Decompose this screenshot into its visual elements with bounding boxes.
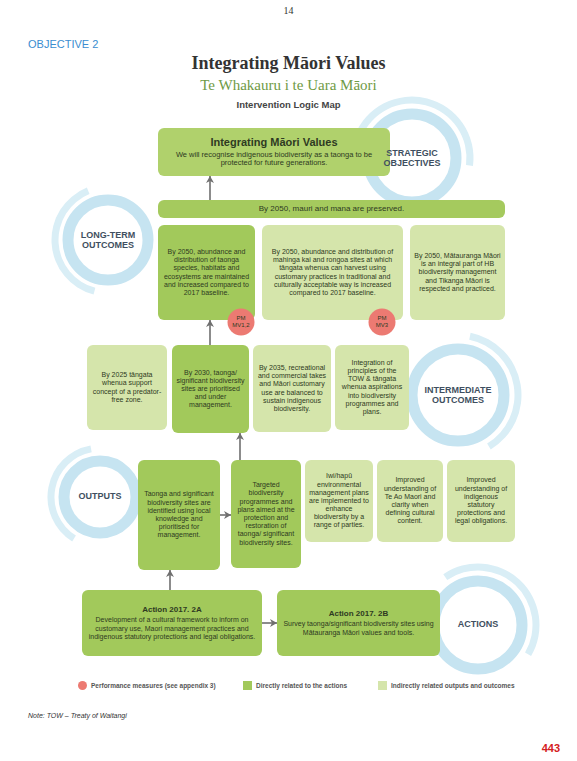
arrow-connector: [220, 514, 231, 516]
section-label: ACTIONS: [446, 619, 510, 629]
long-term-outcome-box: By 2050, Mātauranga Māori is an integral…: [410, 225, 505, 320]
long-term-outcome-box: By 2050, abundance and distribution of t…: [158, 225, 255, 320]
decor-ring: [434, 581, 522, 669]
performance-measure-circle: PM MV3: [368, 308, 396, 336]
node-text: Improved understanding of indigenous sta…: [451, 476, 511, 525]
intermediate-outcome-box: By 2030, taonga/ significant biodiversit…: [172, 345, 249, 433]
node-heading: Action 2017. 2A: [142, 605, 202, 614]
arrow-connector: [239, 433, 241, 460]
output-box: Taonga and significant biodiversity site…: [138, 460, 220, 570]
output-box: Targeted biodiversity programmes and pla…: [231, 460, 301, 568]
node-text: By 2025 tāngata whenua support concept o…: [91, 371, 163, 404]
node-text: Iwi/hapū environmental management plans …: [309, 472, 369, 529]
circle-shape: [369, 309, 396, 336]
note: Note: TOW – Treaty of Waitangi: [28, 712, 278, 720]
node-text: PM MV1,2: [230, 315, 252, 329]
node-heading: Integrating Māori Values: [210, 136, 337, 149]
performance-measure-circle: PM MV1,2: [227, 308, 255, 336]
arrow-connector: [262, 622, 277, 624]
arrow-connector: [209, 320, 211, 345]
intermediate-outcome-box: By 2025 tāngata whenua support concept o…: [87, 345, 167, 430]
legend-text: Directly related to the actions: [256, 682, 347, 689]
arrow-connector: [209, 176, 211, 200]
outcome-band: By 2050, mauri and mana are preserved.: [158, 200, 505, 218]
section-label: STRATEGIC OBJECTIVES: [374, 148, 450, 169]
objective-number: OBJECTIVE 2: [28, 38, 188, 51]
section-label: INTERMEDIATE OUTCOMES: [416, 385, 500, 406]
legend-text: Indirectly related outputs and outcomes: [391, 682, 515, 689]
intermediate-outcome-box: By 2035, recreational and commercial tak…: [253, 345, 331, 432]
legend-item: Directly related to the actions: [243, 681, 347, 690]
node-text: By 2050, abundance and distribution of t…: [162, 248, 251, 297]
output-box: Improved understanding of indigenous sta…: [447, 460, 515, 542]
action-box: Action 2017. 2A Development of a cultural…: [82, 590, 262, 656]
legend-text: Performance measures (see appendix 3): [91, 682, 216, 689]
legend-swatch: [243, 681, 252, 690]
node-text: Survey taonga/significant biodiversity s…: [281, 620, 436, 636]
map-heading: Intervention Logic Map: [0, 100, 577, 111]
strategic-objective-box: Integrating Māori Values We will recognis…: [158, 128, 390, 176]
node-text: By 2050, Mātauranga Māori is an integral…: [414, 252, 501, 293]
node-text: By 2050, mauri and mana are preserved.: [259, 204, 404, 213]
decor-ring: [68, 200, 148, 280]
output-box: Iwi/hapū environmental management plans …: [305, 460, 373, 542]
output-box: Improved understanding of Te Ao Maori an…: [377, 460, 443, 542]
node-heading: Action 2017. 2B: [329, 609, 389, 618]
arrow-connector: [169, 570, 171, 590]
legend-item: Indirectly related outputs and outcomes: [378, 681, 515, 690]
action-box: Action 2017. 2B Survey taonga/significant…: [277, 590, 440, 656]
long-term-outcome-box: By 2050, abundance and distribution of m…: [262, 225, 403, 320]
node-text: Targeted biodiversity programmes and pla…: [235, 481, 297, 547]
node-text: Integration of principles of the TOW & t…: [339, 359, 405, 416]
legend-item: Performance measures (see appendix 3): [78, 681, 216, 690]
node-text: By 2035, recreational and commercial tak…: [257, 364, 327, 413]
page-number: 14: [0, 5, 577, 17]
node-text: Development of a cultural framework to i…: [86, 616, 258, 641]
node-text: By 2030, taonga/ significant biodiversit…: [176, 369, 245, 410]
legend-swatch: [378, 681, 387, 690]
legend-swatch: [78, 681, 87, 690]
decor-ring: [64, 461, 136, 533]
title: Integrating Māori Values: [0, 53, 577, 74]
node-text: Taonga and significant biodiversity site…: [142, 490, 216, 539]
node-text: PM MV3: [371, 315, 393, 329]
node-text: We will recognise indigenous biodiversit…: [162, 151, 386, 169]
subtitle: Te Whakauru i te Uara Māori: [0, 77, 577, 94]
section-label: LONG-TERM OUTCOMES: [72, 230, 144, 251]
circle-shape: [228, 309, 255, 336]
decor-ring: [412, 349, 504, 441]
node-text: Improved understanding of Te Ao Maori an…: [381, 476, 439, 525]
page-code: 443: [490, 742, 560, 755]
section-label: OUTPUTS: [68, 491, 132, 501]
intermediate-outcome-box: Integration of principles of the TOW & t…: [335, 345, 409, 430]
node-text: By 2050, abundance and distribution of m…: [266, 248, 399, 297]
